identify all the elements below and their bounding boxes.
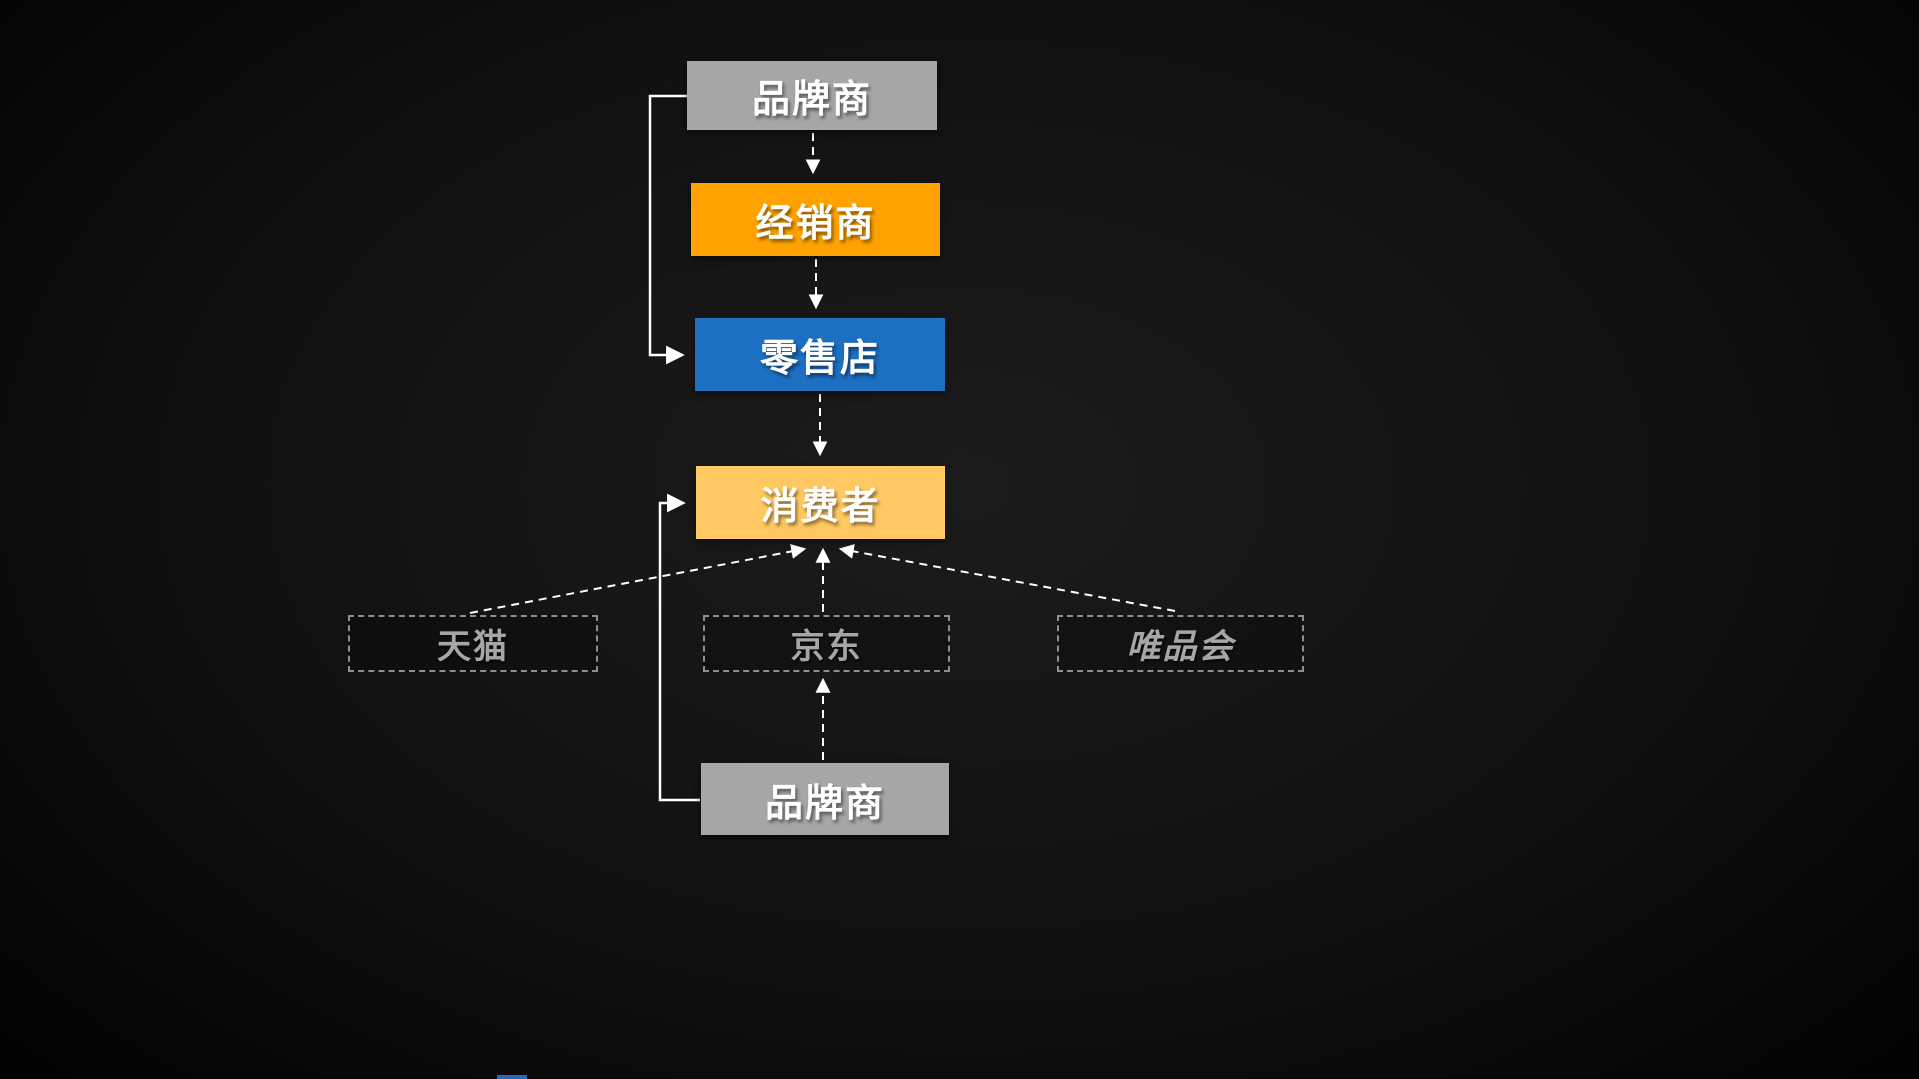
node-distributor: 经销商 [691,183,940,256]
node-jd-label: 京东 [790,628,863,666]
edge-vipshop-consumer [838,543,1176,612]
node-tmall: 天猫 [348,615,598,672]
edge-brandbottom-consumer [658,493,700,802]
edge-tmall-consumer [469,544,807,614]
node-brand-top: 品牌商 [687,61,937,130]
node-vipshop: 唯品会 [1057,615,1304,672]
node-distributor-label: 经销商 [755,203,876,245]
screen-edge-artifact [497,1075,527,1079]
node-consumer-label: 消费者 [760,486,881,528]
node-brand-bottom-label: 品牌商 [764,782,885,825]
node-tmall-label: 天猫 [437,628,509,666]
node-retail-label: 零售店 [759,338,880,380]
node-brand-bottom: 品牌商 [701,763,949,835]
node-consumer: 消费者 [696,466,945,539]
edge-brandtop-retail [648,94,687,365]
node-retail: 零售店 [695,318,945,391]
node-vipshop-label: 唯品会 [1126,628,1235,666]
node-jd: 京东 [703,615,950,672]
node-brand-top-label: 品牌商 [751,79,872,121]
